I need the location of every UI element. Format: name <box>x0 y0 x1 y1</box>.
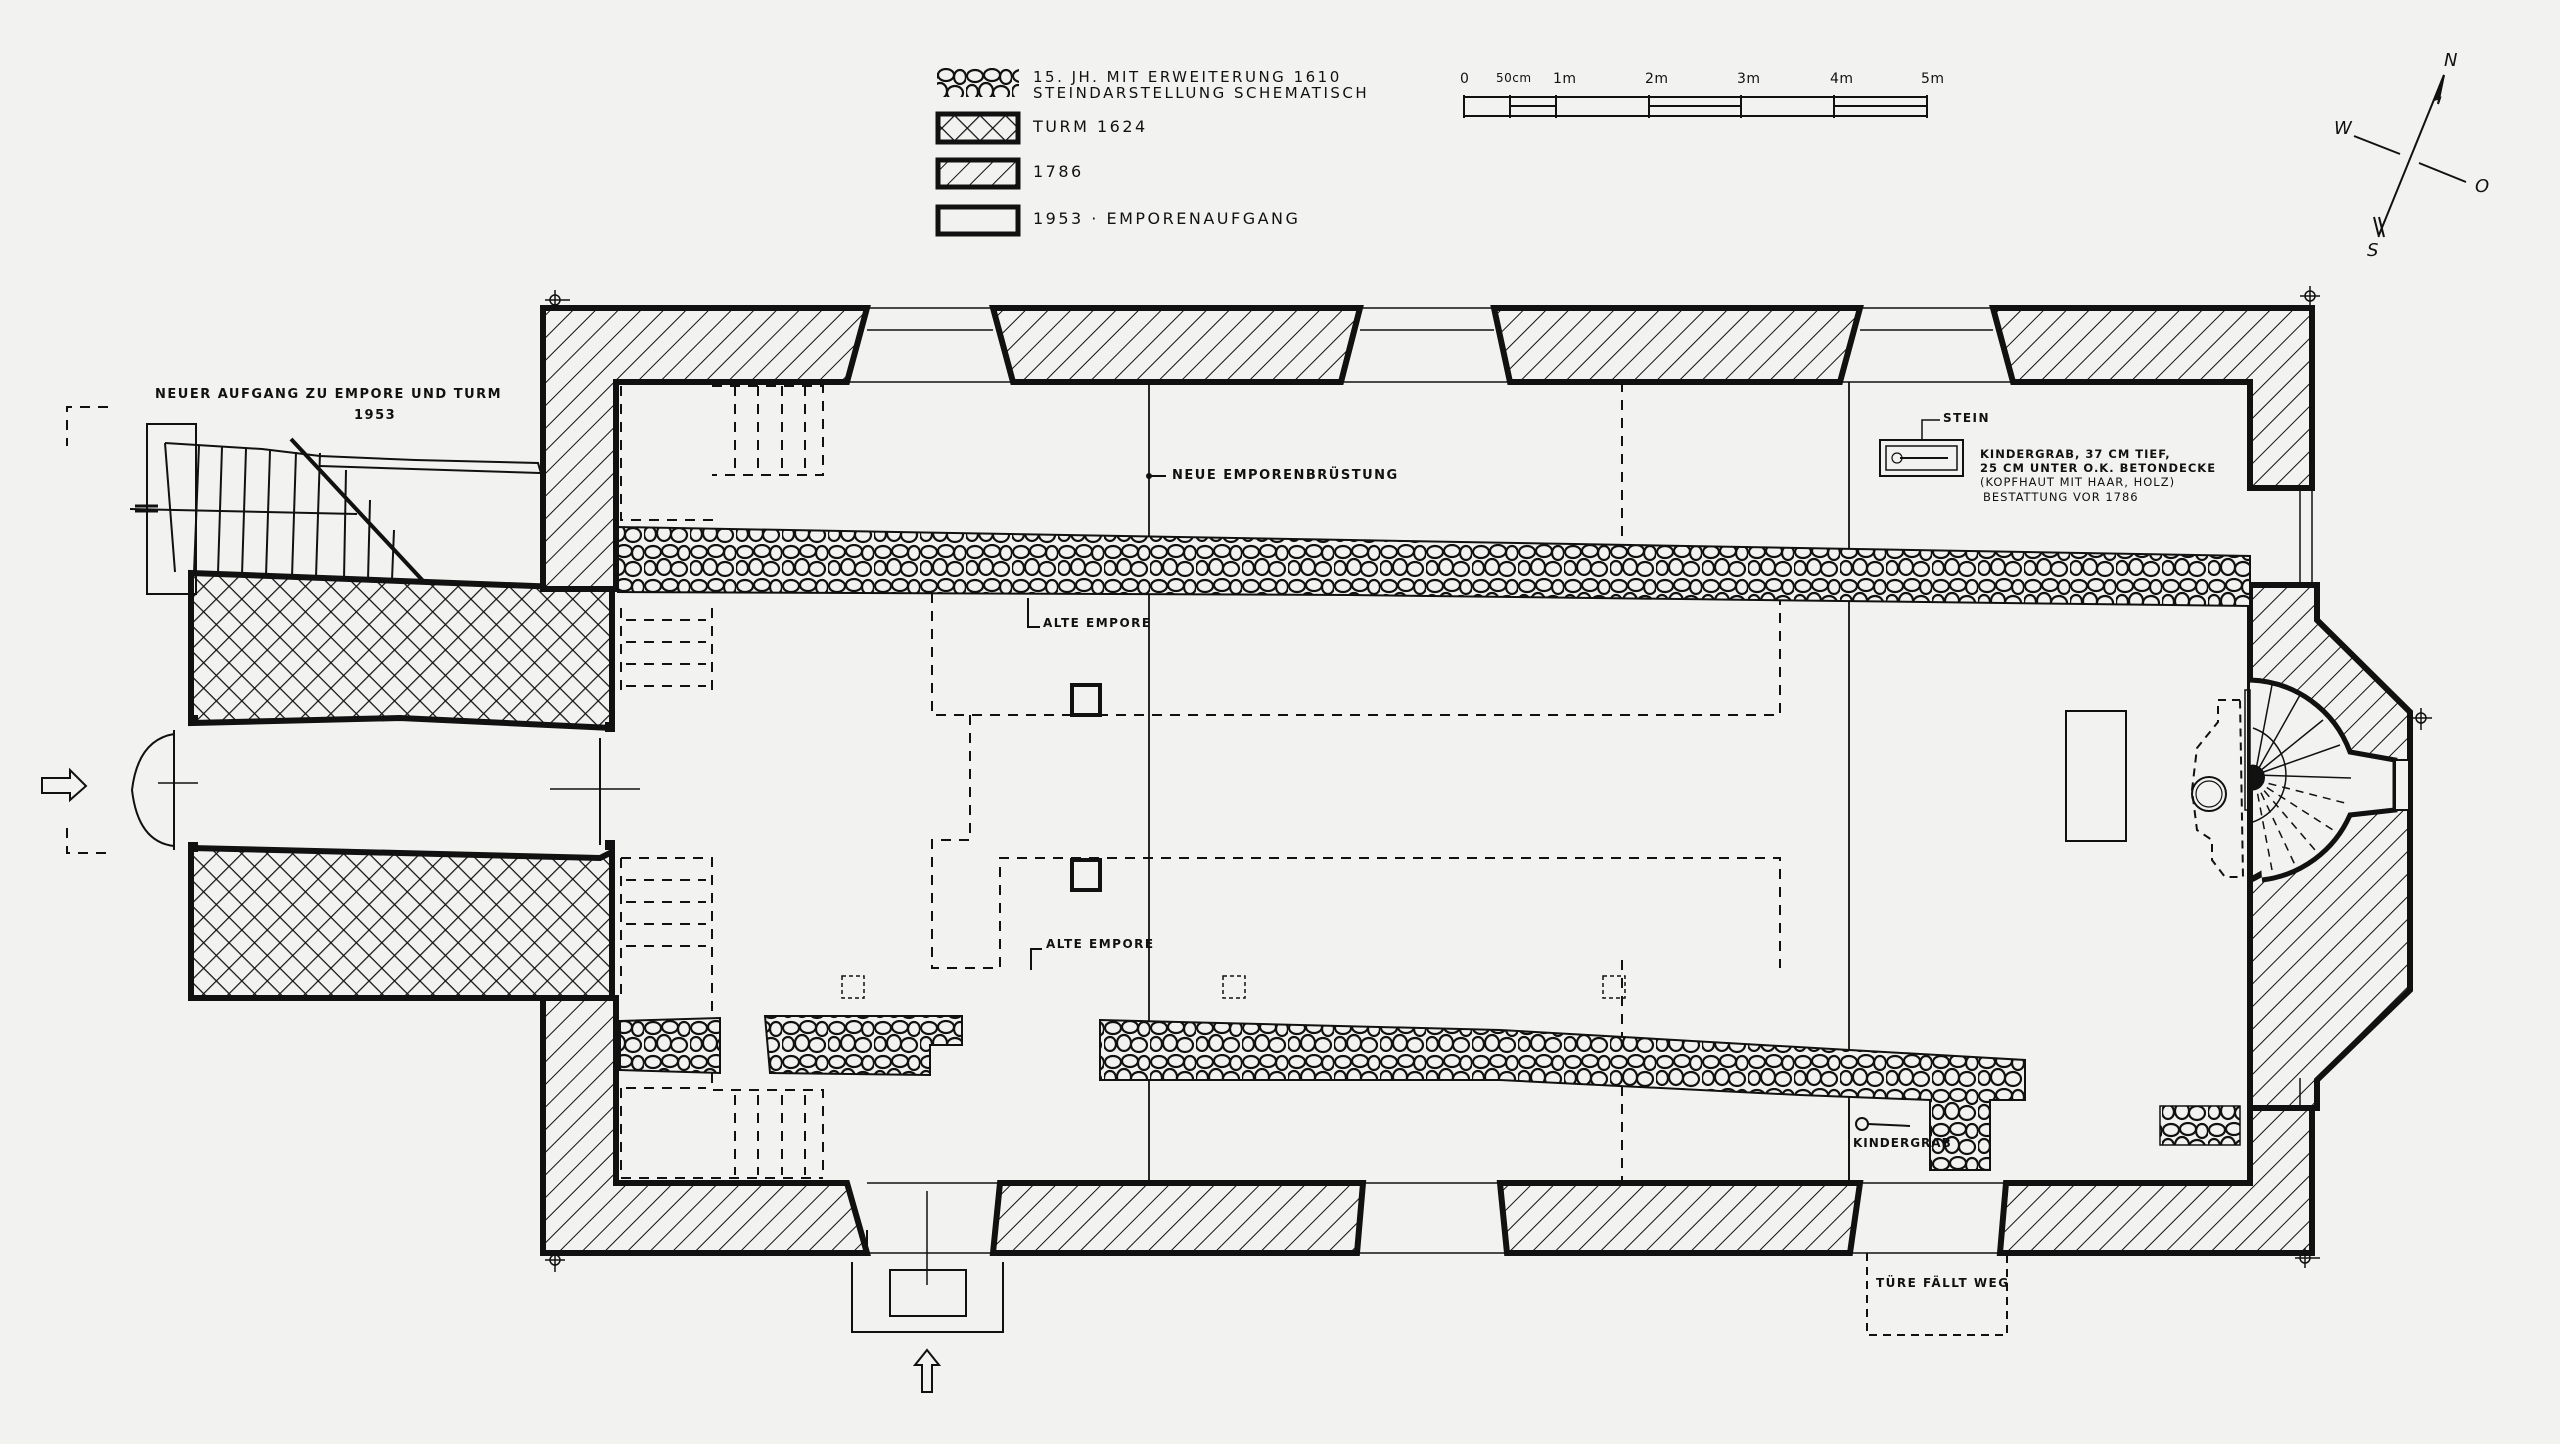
scale-tick-50cm: 50cm <box>1496 71 1532 85</box>
pillar-north <box>1070 683 1102 717</box>
nave-walls-1786 <box>540 305 2413 1256</box>
scale-bar <box>1463 95 1928 118</box>
stone-foundation-15th-century <box>617 525 2251 1171</box>
wall-north-pier-2 <box>1490 305 1864 385</box>
scale-tick-5m: 5m <box>1921 71 1945 87</box>
label-child-grave-note-4: BESTATTUNG VOR 1786 <box>1983 490 2139 504</box>
tower-south-wall <box>188 844 615 1001</box>
legend <box>935 67 1021 237</box>
baptismal-font <box>2191 776 2227 812</box>
tower-north-wall <box>188 569 615 732</box>
wall-southwest-corner <box>540 995 871 1256</box>
legend-label-tower: TURM 1624 <box>1033 117 1148 136</box>
grave-stone <box>1879 419 1964 477</box>
label-child-grave: KINDERGRAB <box>1853 1136 1952 1150</box>
compass-south: S <box>2367 240 2381 261</box>
post-marks <box>841 975 1626 999</box>
survey-marks <box>545 286 2432 1272</box>
label-new-stair-1: NEUER AUFGANG ZU EMPORE UND TURM <box>155 387 503 402</box>
label-door-removed: TÜRE FÄLLT WEG <box>1876 1276 2010 1290</box>
section-marker-west <box>66 406 108 854</box>
scale-tick-1m: 1m <box>1553 71 1577 87</box>
label-old-gallery-north: ALTE EMPORE <box>1043 616 1152 630</box>
child-grave-marker <box>1855 1117 1911 1131</box>
scale-tick-4m: 4m <box>1830 71 1854 87</box>
tower-entrance-porch <box>130 732 175 848</box>
spiral-stair <box>2244 677 2410 883</box>
label-child-grave-note-1: KINDERGRAB, 37 CM TIEF, <box>1980 447 2171 461</box>
scale-tick-0: 0 <box>1460 71 1470 87</box>
compass-rose <box>2353 74 2467 238</box>
legend-label-1786: 1786 <box>1033 162 1084 181</box>
legend-swatch-stone <box>937 67 1019 97</box>
stone-wall-north <box>617 525 2251 608</box>
label-old-gallery-south: ALTE EMPORE <box>1046 937 1155 951</box>
legend-swatch-crosshatch <box>935 111 1021 145</box>
compass-east: O <box>2475 176 2492 197</box>
label-new-gallery-parapet: NEUE EMPORENBRÜSTUNG <box>1172 468 1399 483</box>
old-stair-southwest <box>620 857 824 1179</box>
legend-swatch-empty <box>935 204 1021 237</box>
tower-1624 <box>130 569 640 1001</box>
stone-wall-south-mid-1 <box>763 1015 963 1077</box>
legend-label-stone-1: 15. JH. MIT ERWEITERUNG 1610 <box>1033 68 1342 86</box>
wall-south-pier-1 <box>989 1180 1367 1256</box>
label-child-grave-note-2: 25 CM UNTER O.K. BETONDECKE <box>1980 461 2217 475</box>
label-stone: STEIN <box>1943 411 1991 425</box>
wall-north-pier-1 <box>989 305 1364 385</box>
pillar-south <box>1070 858 1102 892</box>
stone-wall-south-west <box>619 1016 721 1075</box>
window-lines <box>847 307 2313 1254</box>
legend-swatch-diagonal <box>935 157 1021 190</box>
entry-arrow-west-icon <box>41 767 88 803</box>
south-entrance <box>851 1191 1004 1333</box>
compass-west: W <box>2334 118 2354 139</box>
altar-old-outline <box>2190 699 2245 878</box>
legend-label-stone-2: STEINDARSTELLUNG SCHEMATISCH <box>1033 84 1370 102</box>
door-removed-outline <box>1866 1253 2008 1336</box>
stone-wall-southeast <box>2159 1105 2241 1146</box>
compass-north: N <box>2444 50 2460 71</box>
entry-arrow-south-icon <box>912 1348 942 1393</box>
label-new-stair-2: 1953 <box>354 408 397 423</box>
new-stair-1953 <box>129 423 544 595</box>
scale-tick-3m: 3m <box>1737 71 1761 87</box>
label-child-grave-note-3: (KOPFHAUT MIT HAAR, HOLZ) <box>1980 475 2176 489</box>
stone-wall-south-long <box>1099 1018 2026 1171</box>
wall-south-pier-2 <box>1496 1180 1864 1256</box>
altar <box>2065 710 2127 842</box>
scale-tick-2m: 2m <box>1645 71 1669 87</box>
legend-label-1953: 1953 · EMPORENAUFGANG <box>1033 209 1301 228</box>
